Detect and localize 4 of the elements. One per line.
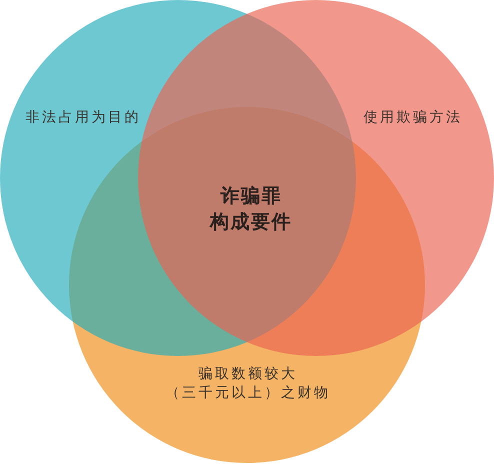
- circle-label: 使用欺骗方法: [364, 108, 462, 128]
- circle-label: 非法占用为目的: [25, 108, 141, 128]
- circle-label: 骗取数额较大（三千元以上）之财物: [165, 365, 331, 403]
- center-label: 诈骗罪构成要件: [210, 184, 292, 235]
